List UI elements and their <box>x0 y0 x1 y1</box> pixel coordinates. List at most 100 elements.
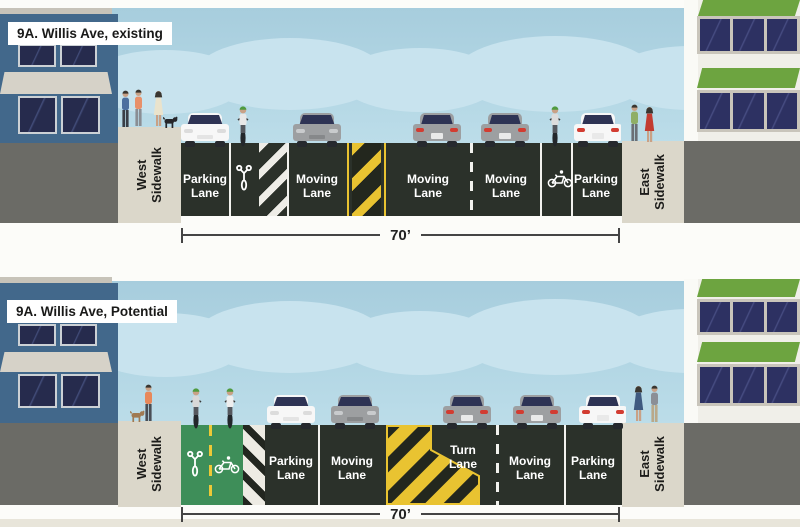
median-edge-line <box>384 143 386 216</box>
window <box>61 96 100 134</box>
roadway-width-value: 70’ <box>390 505 411 523</box>
window <box>18 374 57 408</box>
dimension-line <box>420 513 619 515</box>
building-base <box>0 423 118 505</box>
dimension-tick <box>618 506 621 522</box>
section-title: 9A. Willis Ave, Potential <box>7 300 177 323</box>
dimension-tick <box>181 227 183 243</box>
window <box>733 19 764 51</box>
car-rear <box>413 113 461 147</box>
lane-line <box>318 425 320 505</box>
dashed-lane-line <box>470 143 473 216</box>
median-hatch <box>347 143 386 216</box>
west-sidewalk-label: West Sidewalk <box>134 436 164 492</box>
lane-label-turn: Turn Lane <box>448 442 477 471</box>
cyclist <box>224 387 236 429</box>
lane-label-moving-west: Moving Lane <box>331 453 373 482</box>
lane-label-moving-east: Moving Lane <box>509 453 551 482</box>
window <box>700 93 731 129</box>
page-bottom-band <box>0 519 800 527</box>
building-roof <box>0 8 112 16</box>
car-rear <box>481 113 529 147</box>
window <box>733 367 764 403</box>
window <box>700 367 731 403</box>
lane-label-parking-east: Parking Lane <box>573 171 618 200</box>
window <box>60 44 97 67</box>
building-roof <box>0 277 112 285</box>
striped-buffer <box>243 425 265 505</box>
pedestrian <box>633 386 644 421</box>
pedestrian <box>145 384 152 421</box>
east-sidewalk-label: East Sidewalk <box>637 154 667 210</box>
west-sidewalk-label: West Sidewalk <box>134 147 164 203</box>
bike-side-pavement-icon <box>214 456 240 474</box>
east-sidewalk <box>622 141 684 223</box>
awning <box>697 342 800 362</box>
window <box>766 93 797 129</box>
lane-label-parking-west: Parking Lane <box>182 171 227 200</box>
east-sidewalk-label: East Sidewalk <box>637 436 667 492</box>
dog-icon <box>163 116 178 128</box>
lane-label-moving-east: Moving Lane <box>485 171 527 200</box>
cyclist <box>190 387 202 429</box>
lane-label-parking-west: Parking Lane <box>268 453 313 482</box>
window-row <box>697 299 800 335</box>
median-edge-line <box>347 143 349 216</box>
lane-label-moving-west: Moving Lane <box>296 171 338 200</box>
bike-front-pavement-icon <box>236 164 252 191</box>
pedestrian <box>644 107 655 142</box>
lane-line <box>564 425 566 505</box>
window <box>18 96 57 134</box>
awning <box>697 68 800 88</box>
window-row <box>697 16 800 54</box>
pedestrian <box>651 385 658 422</box>
west-sidewalk <box>118 421 181 507</box>
lane-label-parking-east: Parking Lane <box>570 453 615 482</box>
median-stripes <box>352 143 381 216</box>
car-rear <box>579 395 626 429</box>
dashed-lane-line <box>496 425 499 505</box>
roadway: Parking Lane Moving Lane Moving Lane Mov… <box>181 143 622 216</box>
dimension-line <box>420 234 619 236</box>
dimension-tick <box>181 506 183 522</box>
dimension-tick <box>618 227 621 243</box>
section-title: 9A. Willis Ave, existing <box>8 22 172 45</box>
pedestrian <box>135 89 142 126</box>
window <box>18 44 56 67</box>
west-sidewalk <box>118 127 181 223</box>
window-row <box>697 90 800 132</box>
car-front <box>293 113 341 147</box>
roadway-width-dimension: 70’ <box>181 227 621 244</box>
building-base <box>684 423 800 505</box>
cyclist <box>237 105 249 147</box>
bike-side-pavement-icon <box>547 170 573 188</box>
east-sidewalk <box>622 423 684 507</box>
window <box>700 19 731 51</box>
roadway-width-dimension: 70’ <box>181 505 621 523</box>
lane-label-moving-center: Moving Lane <box>407 171 449 200</box>
window <box>733 302 764 332</box>
window <box>733 93 764 129</box>
building-edge <box>684 279 698 423</box>
car-rear <box>574 113 621 147</box>
car-rear <box>443 395 491 429</box>
window-row <box>697 364 800 406</box>
pedestrian <box>122 90 129 127</box>
building-base <box>684 141 800 223</box>
window <box>61 374 100 408</box>
pedestrian <box>631 104 638 141</box>
window <box>766 19 797 51</box>
car-front <box>331 395 379 429</box>
awning <box>0 72 112 94</box>
dimension-line <box>183 513 381 515</box>
bike-lane-center-line <box>209 425 212 505</box>
window <box>766 367 797 403</box>
building-edge <box>684 0 698 143</box>
car-rear <box>513 395 561 429</box>
awning <box>697 279 800 297</box>
lane-line <box>229 143 231 216</box>
cyclist <box>549 105 561 147</box>
awning <box>698 0 800 16</box>
median-taper-hatch <box>386 425 480 505</box>
